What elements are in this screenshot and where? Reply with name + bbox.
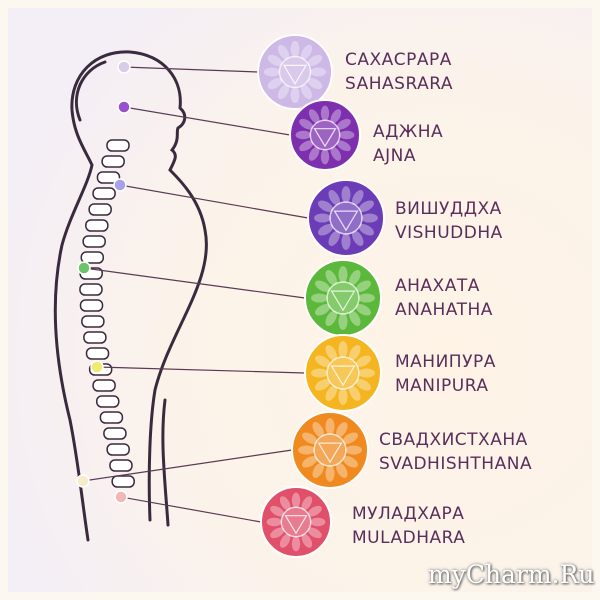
vishuddha-label-en: VISHUDDHA xyxy=(395,223,503,243)
vertebra xyxy=(81,315,105,328)
connector-line xyxy=(120,496,262,523)
svadhisthana-label-en: SVADHISHTHANA xyxy=(379,454,533,474)
vertebra xyxy=(99,411,124,424)
muladhara-label: МУЛАДХАРА MULADHARA xyxy=(352,502,465,550)
anahata-label-en: ANAHATHA xyxy=(395,300,493,320)
sahasrara-label: САХАСРАРА SAHASRARA xyxy=(345,48,453,96)
sahasrara-chakra-symbol xyxy=(257,34,333,110)
connector-line xyxy=(96,366,306,374)
ajna-chakra-symbol xyxy=(289,99,361,171)
vishuddha-body-dot xyxy=(113,178,127,192)
vertebra xyxy=(95,395,120,408)
anahata-chakra-symbol xyxy=(304,259,382,337)
vertebra xyxy=(85,219,109,232)
vertebra xyxy=(79,283,103,296)
vishuddha-chakra-symbol xyxy=(307,179,385,257)
vertebra xyxy=(88,203,112,216)
ajna-label: АДЖНА AJNA xyxy=(373,120,443,168)
vertebra xyxy=(92,187,116,200)
vertebra xyxy=(103,427,127,440)
sahasrara-label-en: SAHASRARA xyxy=(345,74,453,94)
vertebra xyxy=(82,235,106,248)
muladhara-chakra-symbol xyxy=(260,486,332,558)
anahata-label-ru: АНАХАТА xyxy=(395,276,480,296)
body-outline xyxy=(53,50,208,542)
svadhisthana-chakra-symbol xyxy=(291,411,369,489)
connector-line xyxy=(119,184,309,219)
vertebra xyxy=(96,171,121,184)
vishuddha-label-ru: ВИШУДДХА xyxy=(395,199,502,219)
sahasrara-label-ru: САХАСРАРА xyxy=(345,50,452,70)
connector-line xyxy=(83,267,306,299)
vertebra xyxy=(92,379,116,392)
ajna-body-dot xyxy=(117,100,131,114)
vertebra xyxy=(80,251,105,264)
vertebra xyxy=(106,443,130,456)
manipura-body-dot xyxy=(90,360,104,374)
sahasrara-body-dot xyxy=(117,60,131,74)
anahata-body-dot xyxy=(77,261,91,275)
muladhara-label-en: MULADHARA xyxy=(352,528,466,548)
muladhara-body-dot xyxy=(114,490,128,504)
vertebra xyxy=(109,459,133,472)
vertebra xyxy=(111,475,135,488)
manipura-label-ru: МАНИПУРА xyxy=(395,352,496,372)
vertebra xyxy=(85,347,110,360)
anahata-label: АНАХАТА ANAHATHA xyxy=(395,274,493,322)
connector-line xyxy=(82,449,293,482)
connector-line xyxy=(123,66,259,73)
svadhisthana-body-dot xyxy=(76,474,90,488)
connector-line xyxy=(123,106,291,136)
ajna-label-ru: АДЖНА xyxy=(373,122,444,142)
manipura-label-en: MANIPURA xyxy=(395,376,489,396)
ajna-label-en: AJNA xyxy=(373,146,416,166)
watermark: myCharm.Ru xyxy=(428,560,595,589)
svadhisthana-label: СВАДХИСТХАНА SVADHISHTHANA xyxy=(379,428,532,476)
vertebra xyxy=(106,139,130,152)
manipura-chakra-symbol xyxy=(304,334,382,412)
vertebra xyxy=(83,331,107,344)
vertebra xyxy=(79,299,104,312)
muladhara-label-ru: МУЛАДХАРА xyxy=(352,504,465,524)
svadhisthana-label-ru: СВАДХИСТХАНА xyxy=(379,430,528,450)
vertebra xyxy=(101,155,125,168)
vishuddha-label: ВИШУДДХА VISHUDDHA xyxy=(395,197,503,245)
manipura-label: МАНИПУРА MANIPURA xyxy=(395,350,496,398)
